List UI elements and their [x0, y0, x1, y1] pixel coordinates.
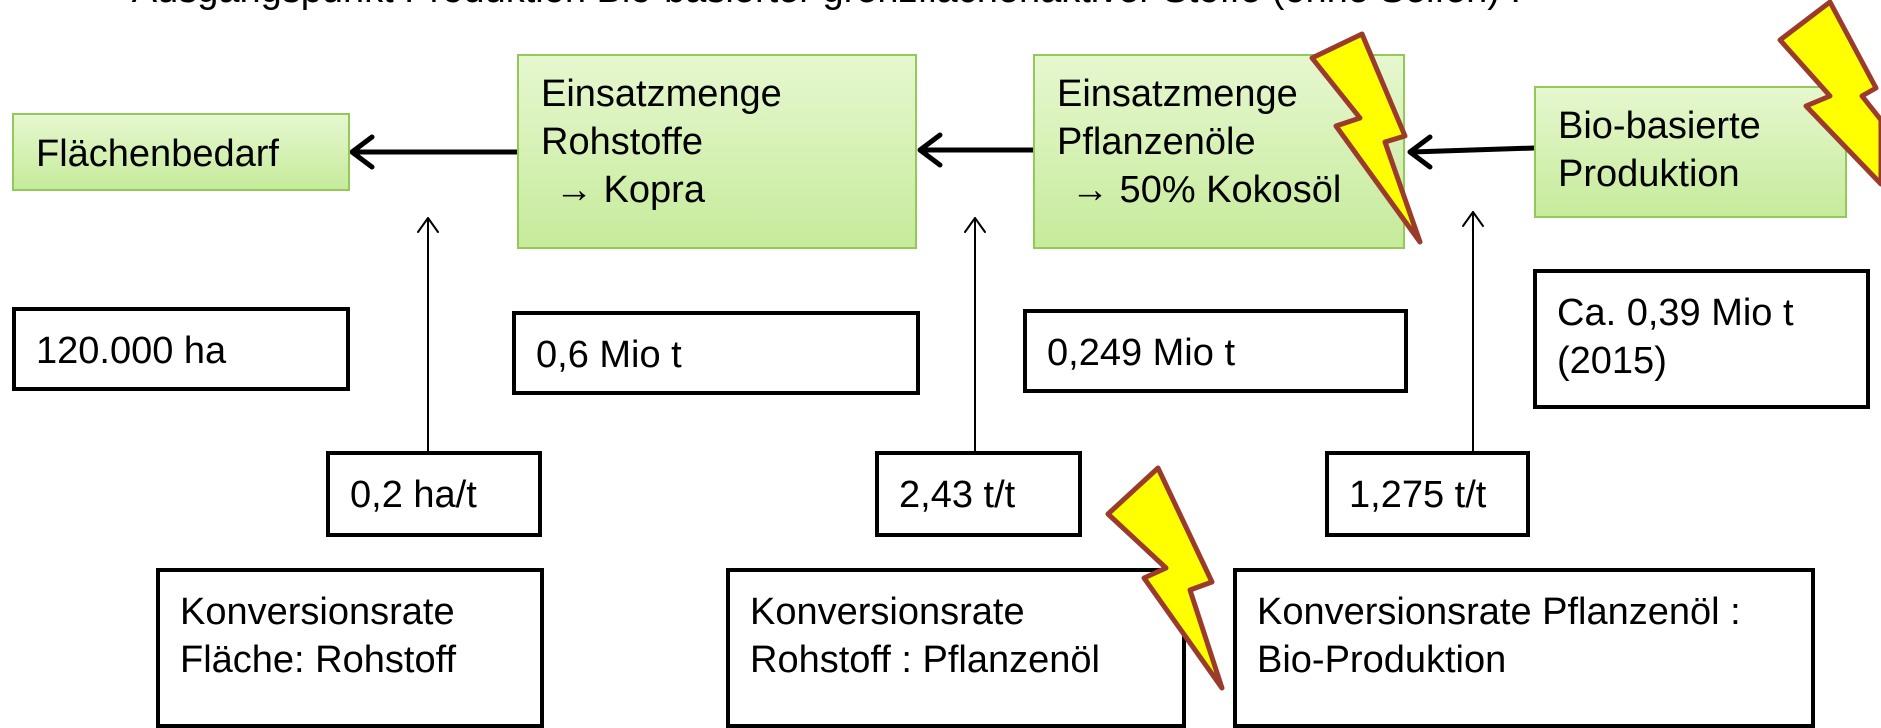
produktion-line-2: Produktion: [1558, 153, 1740, 195]
lightning-icon: [1105, 465, 1225, 691]
rate-rohstoff-oel: 2,43 t/t: [875, 451, 1082, 537]
pflanzenoele-line-3: → 50% Kokosöl: [1071, 169, 1342, 211]
arrowhead-oele: [1407, 134, 1433, 170]
label-konversion-rohstoff: Konversionsrate Rohstoff : Pflanzenöl: [726, 568, 1186, 728]
arrowhead-flaeche: [349, 134, 375, 170]
pflanzenoele-line-1: Einsatzmenge: [1057, 73, 1298, 115]
header-text: • Ausgangspunkt Produktion Bio-basierter…: [110, 0, 1521, 14]
flaechenbedarf-label: Flächenbedarf: [36, 133, 279, 175]
lightning-icon: [1777, 0, 1881, 187]
value-produktion: Ca. 0,39 Mio t (2015): [1533, 269, 1870, 409]
flaechenbedarf-box: Flächenbedarf: [12, 113, 350, 191]
produktion-line-1: Bio-basierte: [1558, 105, 1761, 147]
pflanzenoele-line-2: Pflanzenöle: [1057, 121, 1256, 163]
value-flaeche: 120.000 ha: [12, 307, 350, 391]
label-konversion-flaeche: Konversionsrate Fläche: Rohstoff: [156, 568, 544, 728]
rohstoffe-line-3: → Kopra: [555, 169, 705, 211]
rohstoffe-line-2: Rohstoffe: [541, 121, 703, 163]
rohstoffe-line-1: Einsatzmenge: [541, 73, 782, 115]
connector-arrows: [349, 132, 1537, 453]
label-konversion-oel: Konversionsrate Pflanzenöl : Bio-Produkt…: [1233, 568, 1815, 728]
value-pflanzenoele: 0,249 Mio t: [1023, 309, 1408, 393]
rohstoffe-box: Einsatzmenge Rohstoffe → Kopra: [517, 54, 917, 249]
value-rohstoffe: 0,6 Mio t: [512, 311, 920, 395]
produktion-box: Bio-basierte Produktion: [1534, 86, 1847, 218]
arrow-produktion-to-oele: [1409, 145, 1537, 155]
lightning-layer: [1105, 0, 1881, 691]
rate-oel-produktion: 1,275 t/t: [1325, 451, 1530, 537]
lightning-icon: [1309, 31, 1423, 245]
arrowhead-rohstoffe: [917, 132, 943, 168]
rate-flaeche-rohstoff: 0,2 ha/t: [326, 451, 542, 537]
pflanzenoele-box: Einsatzmenge Pflanzenöle → 50% Kokosöl: [1033, 54, 1405, 249]
